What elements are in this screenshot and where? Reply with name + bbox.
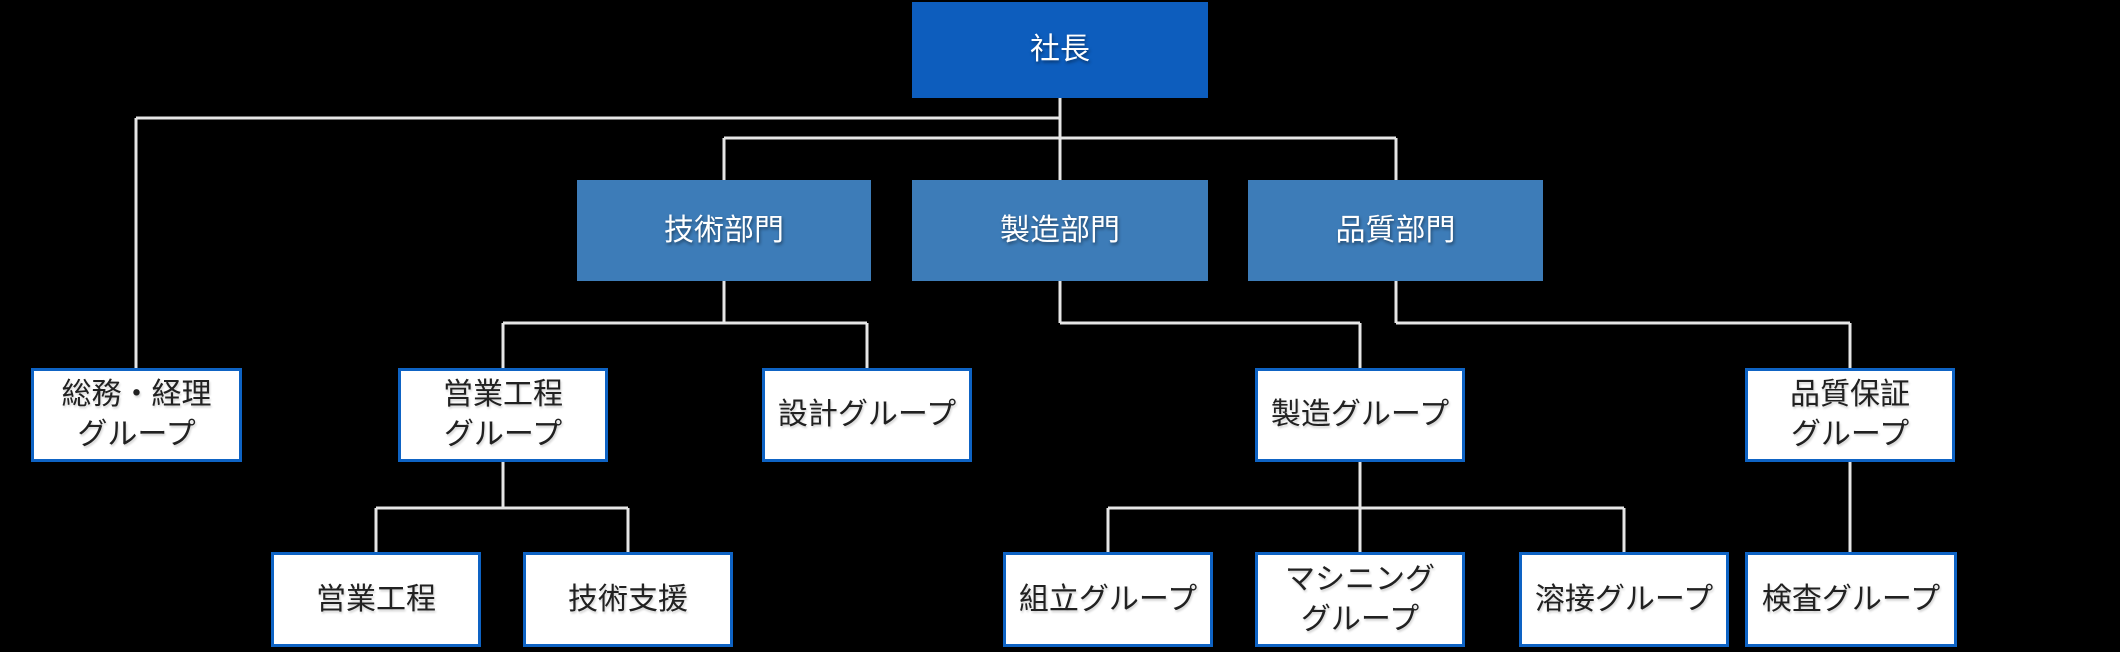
node-team-machining: マシニング グループ	[1255, 552, 1465, 647]
node-label: 品質保証 グループ	[1790, 378, 1910, 451]
node-label: 社長	[1030, 33, 1090, 67]
node-label: 営業工程	[316, 582, 436, 616]
node-team-welding: 溶接グループ	[1519, 552, 1729, 647]
node-label: 検査グループ	[1761, 582, 1941, 616]
node-label: 製造グループ	[1270, 398, 1450, 432]
node-label: 溶接グループ	[1534, 582, 1714, 616]
node-label: 技術支援	[568, 582, 688, 616]
node-label: 組立グループ	[1018, 582, 1198, 616]
node-team-assembly: 組立グループ	[1003, 552, 1213, 647]
node-group-manufacturing: 製造グループ	[1255, 368, 1465, 462]
node-team-sales-process: 営業工程	[271, 552, 481, 647]
node-label: 設計グループ	[777, 398, 957, 432]
node-dept-quality: 品質部門	[1248, 180, 1543, 281]
node-label: 品質部門	[1335, 213, 1456, 247]
node-label: 技術部門	[664, 213, 784, 247]
node-dept-manufacturing: 製造部門	[912, 180, 1208, 281]
node-team-inspection: 検査グループ	[1745, 552, 1957, 647]
node-group-quality-assurance: 品質保証 グループ	[1745, 368, 1955, 462]
node-label: 製造部門	[1000, 213, 1120, 247]
node-dept-engineering: 技術部門	[577, 180, 871, 281]
node-group-general-affairs-accounting: 総務・経理 グループ	[31, 368, 242, 462]
node-label: 営業工程 グループ	[443, 378, 563, 451]
node-label: 総務・経理 グループ	[61, 378, 212, 451]
node-group-sales-process: 営業工程 グループ	[398, 368, 608, 462]
node-team-tech-support: 技術支援	[523, 552, 733, 647]
node-president: 社長	[912, 2, 1208, 98]
node-label: マシニング グループ	[1285, 562, 1435, 636]
node-group-design: 設計グループ	[762, 368, 972, 462]
